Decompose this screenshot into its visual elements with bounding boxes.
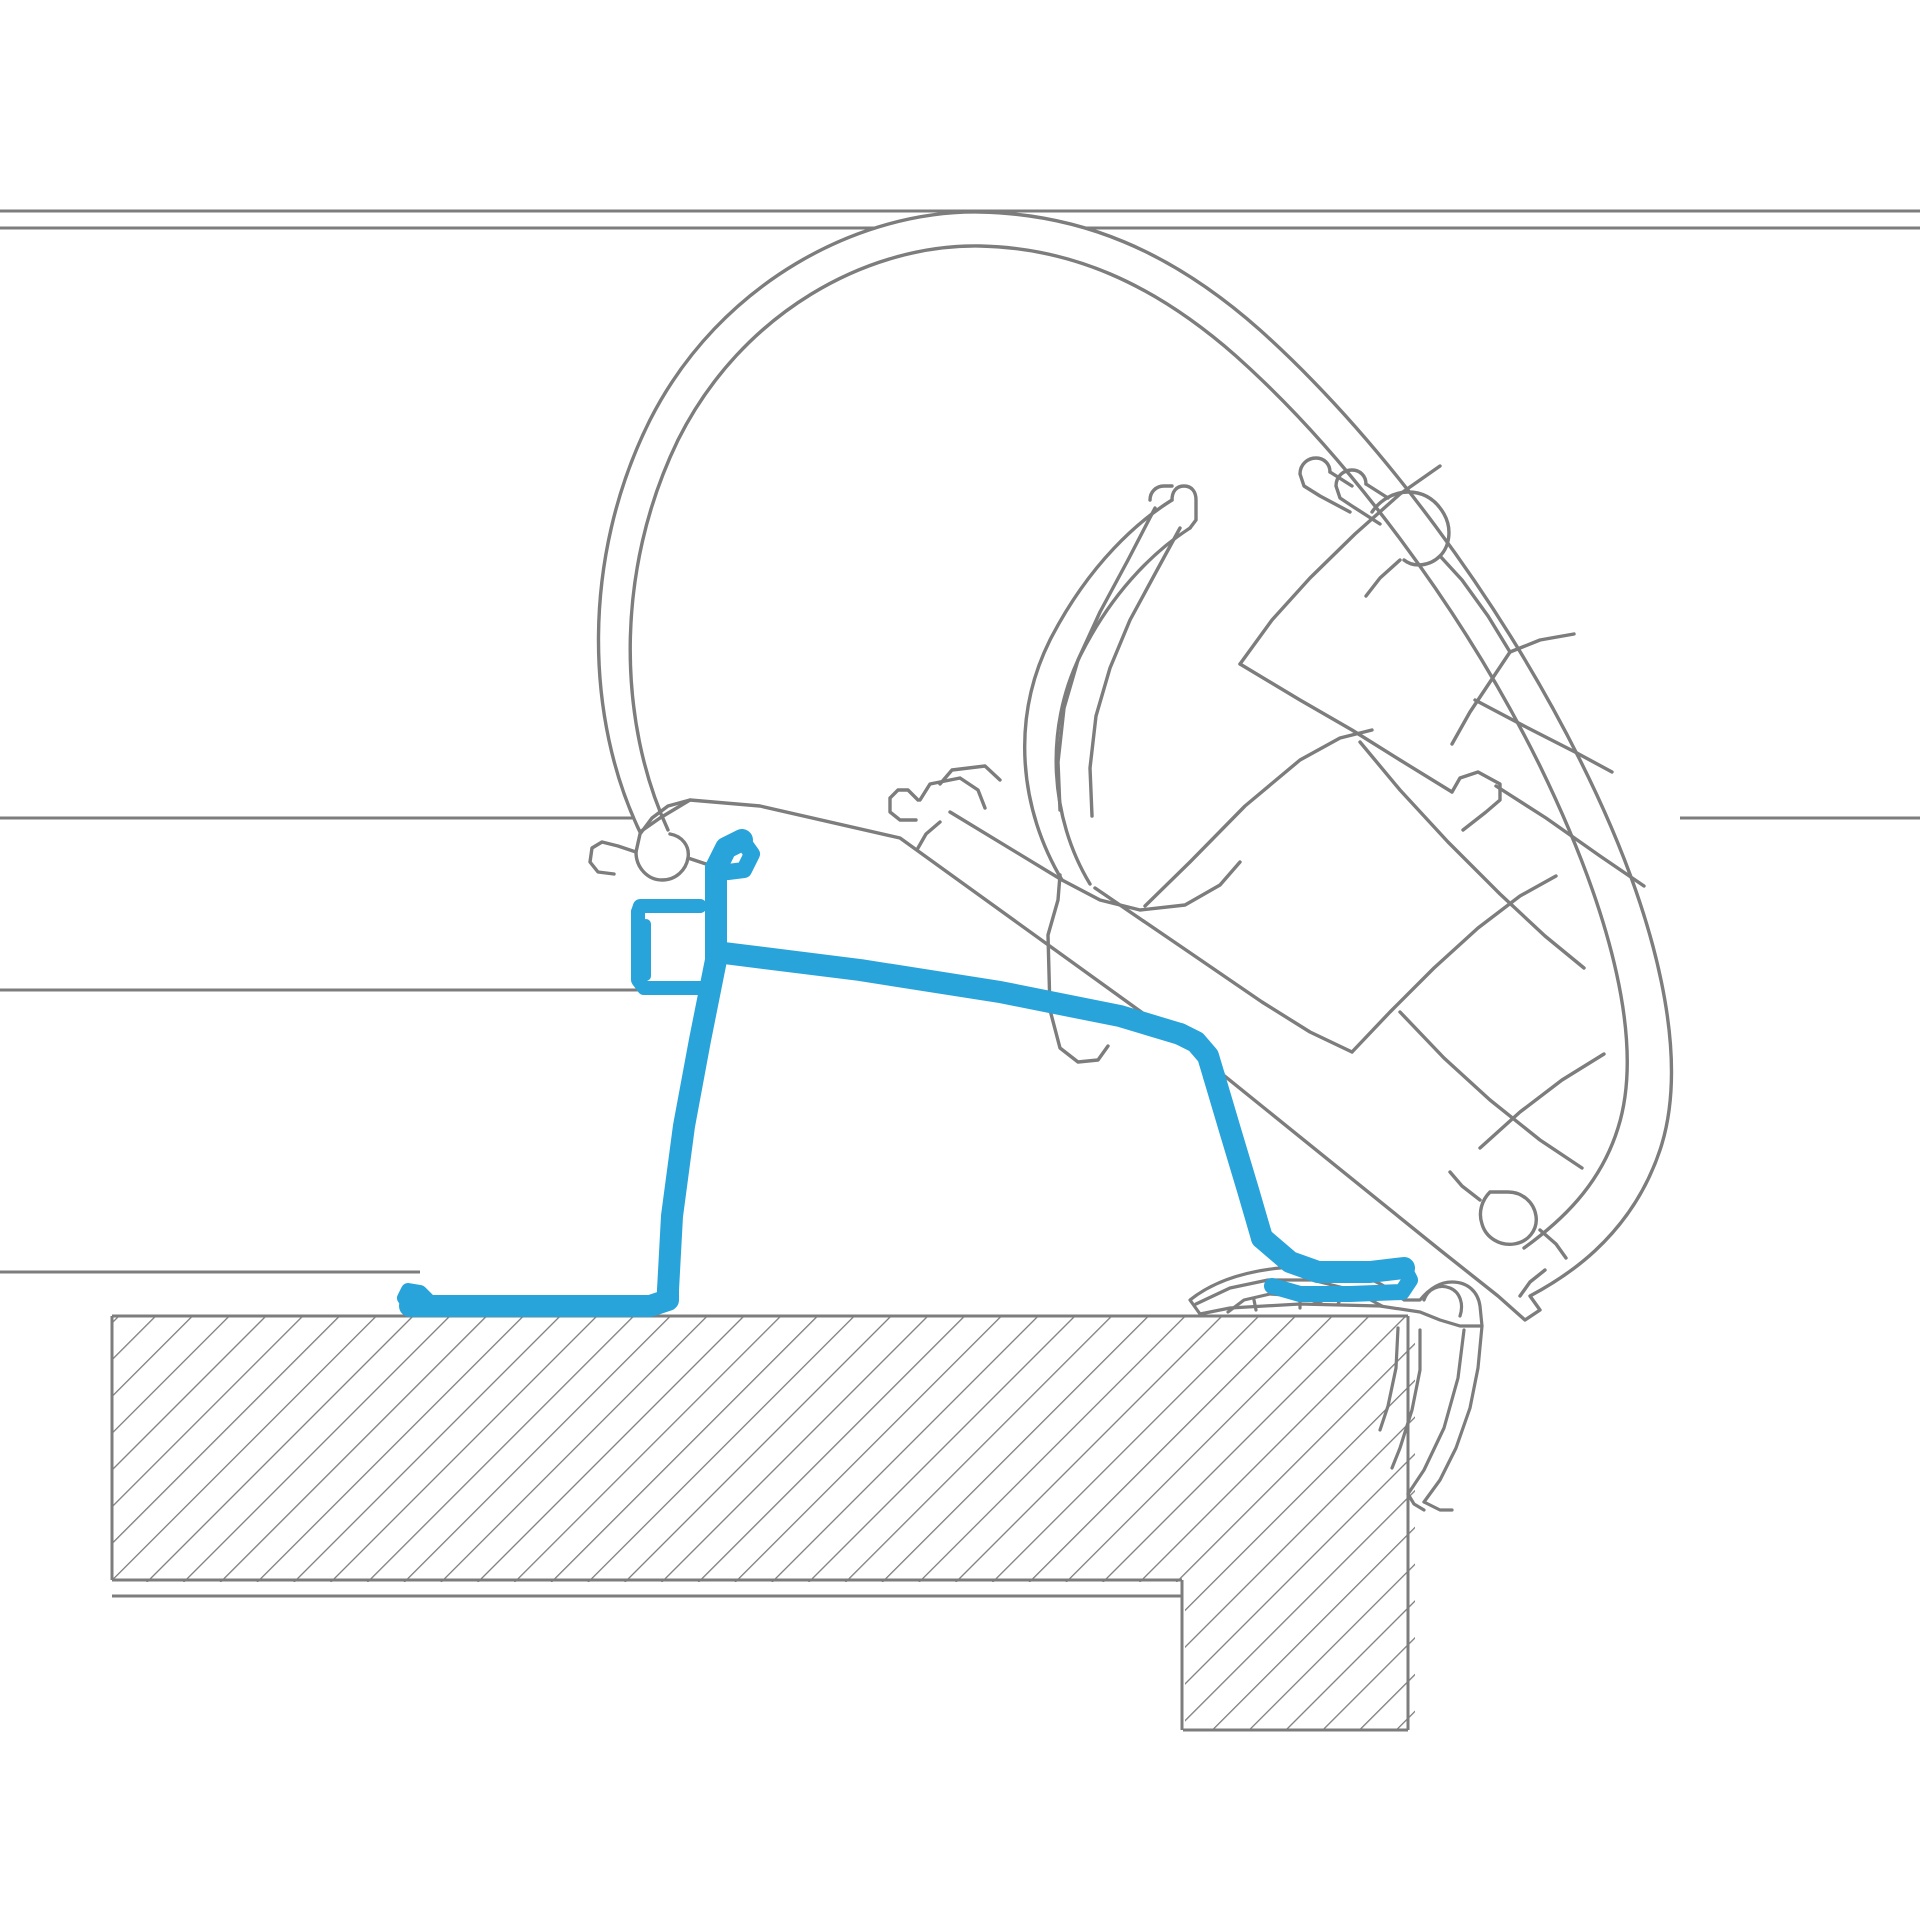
roof-section [110, 1314, 1415, 1732]
awning-case [588, 210, 1674, 1322]
adapter-bracket [397, 829, 1418, 1317]
